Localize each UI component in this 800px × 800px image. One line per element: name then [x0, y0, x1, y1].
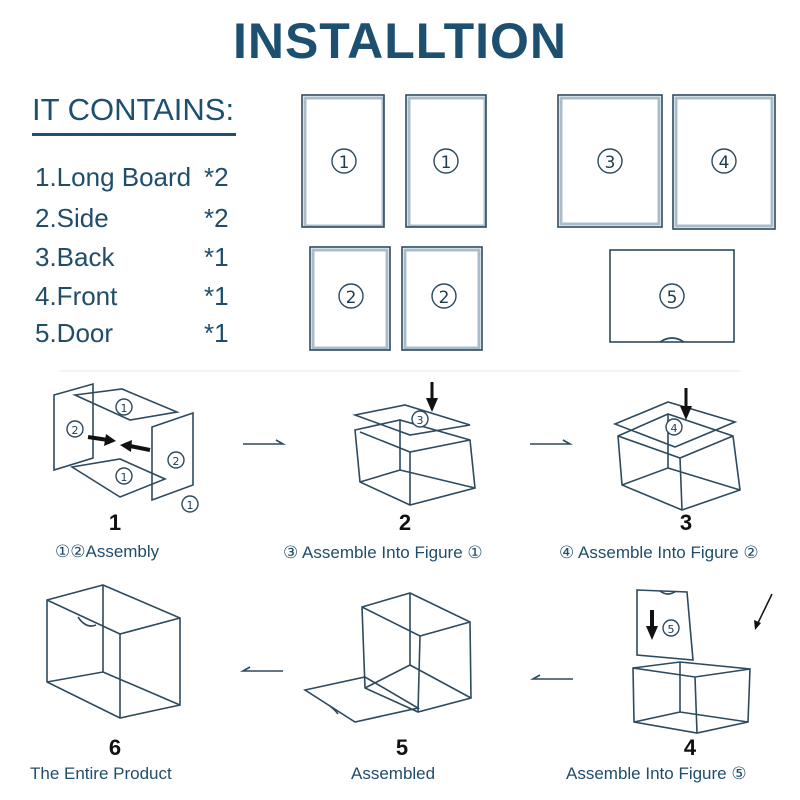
part-qty: *1 — [204, 281, 229, 311]
svg-text:1: 1 — [187, 499, 194, 512]
step-label: ③ Assemble Into Figure ① — [283, 543, 483, 562]
svg-text:1: 1 — [339, 153, 350, 173]
svg-text:1: 1 — [121, 402, 128, 415]
svg-text:2: 2 — [439, 288, 450, 308]
svg-text:4: 4 — [671, 422, 678, 435]
step-label: Assemble Into Figure ⑤ — [566, 764, 747, 783]
part-front: 4 — [672, 94, 776, 230]
svg-text:2: 2 — [173, 455, 180, 468]
svg-text:2: 2 — [72, 424, 79, 437]
svg-text:5: 5 — [667, 288, 678, 308]
svg-text:1: 1 — [121, 471, 128, 484]
part-qty: *1 — [204, 318, 229, 348]
step-label: ①②Assembly — [55, 542, 160, 561]
step-label: ④ Assemble Into Figure ② — [559, 543, 759, 562]
svg-text:2: 2 — [346, 288, 357, 308]
part-back: 3 — [557, 94, 663, 228]
contains-heading: IT CONTAINS: — [32, 92, 235, 127]
step-number: 2 — [398, 510, 412, 535]
step-number: 6 — [108, 735, 122, 760]
arrow-left — [529, 674, 573, 680]
part-long-board-b: 1 — [405, 94, 487, 228]
step-3-drawing: 4 — [612, 388, 741, 511]
part-door: 5 — [609, 249, 735, 343]
arrow-right — [243, 439, 287, 445]
part-side-a: 2 — [309, 246, 391, 351]
svg-text:3: 3 — [605, 153, 616, 173]
step-6-drawing — [46, 584, 181, 719]
part-name: 2.Side — [35, 203, 109, 233]
step-number: 5 — [395, 735, 409, 760]
step-1-drawing: 1 1 2 2 1 — [53, 382, 199, 513]
part-name: 1.Long Board — [35, 162, 192, 192]
step-label: The Entire Product — [30, 764, 172, 783]
svg-text:1: 1 — [441, 153, 452, 173]
step-number: 4 — [683, 735, 697, 760]
svg-text:3: 3 — [417, 414, 424, 427]
part-qty: *1 — [204, 242, 229, 272]
step-number: 3 — [679, 510, 693, 535]
part-name: 3.Back — [35, 242, 115, 272]
part-side-b: 2 — [401, 246, 483, 351]
svg-text:5: 5 — [668, 623, 675, 636]
step-label: Assembled — [351, 764, 436, 783]
svg-text:4: 4 — [719, 153, 730, 173]
part-long-board-a: 1 — [301, 94, 385, 228]
arrow-right — [530, 439, 574, 445]
part-name: 5.Door — [35, 318, 114, 348]
step-5-drawing — [302, 592, 472, 723]
arrow-left — [239, 666, 283, 672]
part-qty: *2 — [204, 203, 229, 233]
part-name: 4.Front — [35, 281, 118, 311]
step-4-drawing: 5 — [632, 589, 773, 734]
step-number: 1 — [108, 510, 122, 535]
part-qty: *2 — [204, 162, 229, 192]
heading-underline — [32, 133, 236, 136]
page-title: INSTALLTION — [232, 13, 568, 69]
step-2-drawing: 3 — [352, 382, 476, 506]
